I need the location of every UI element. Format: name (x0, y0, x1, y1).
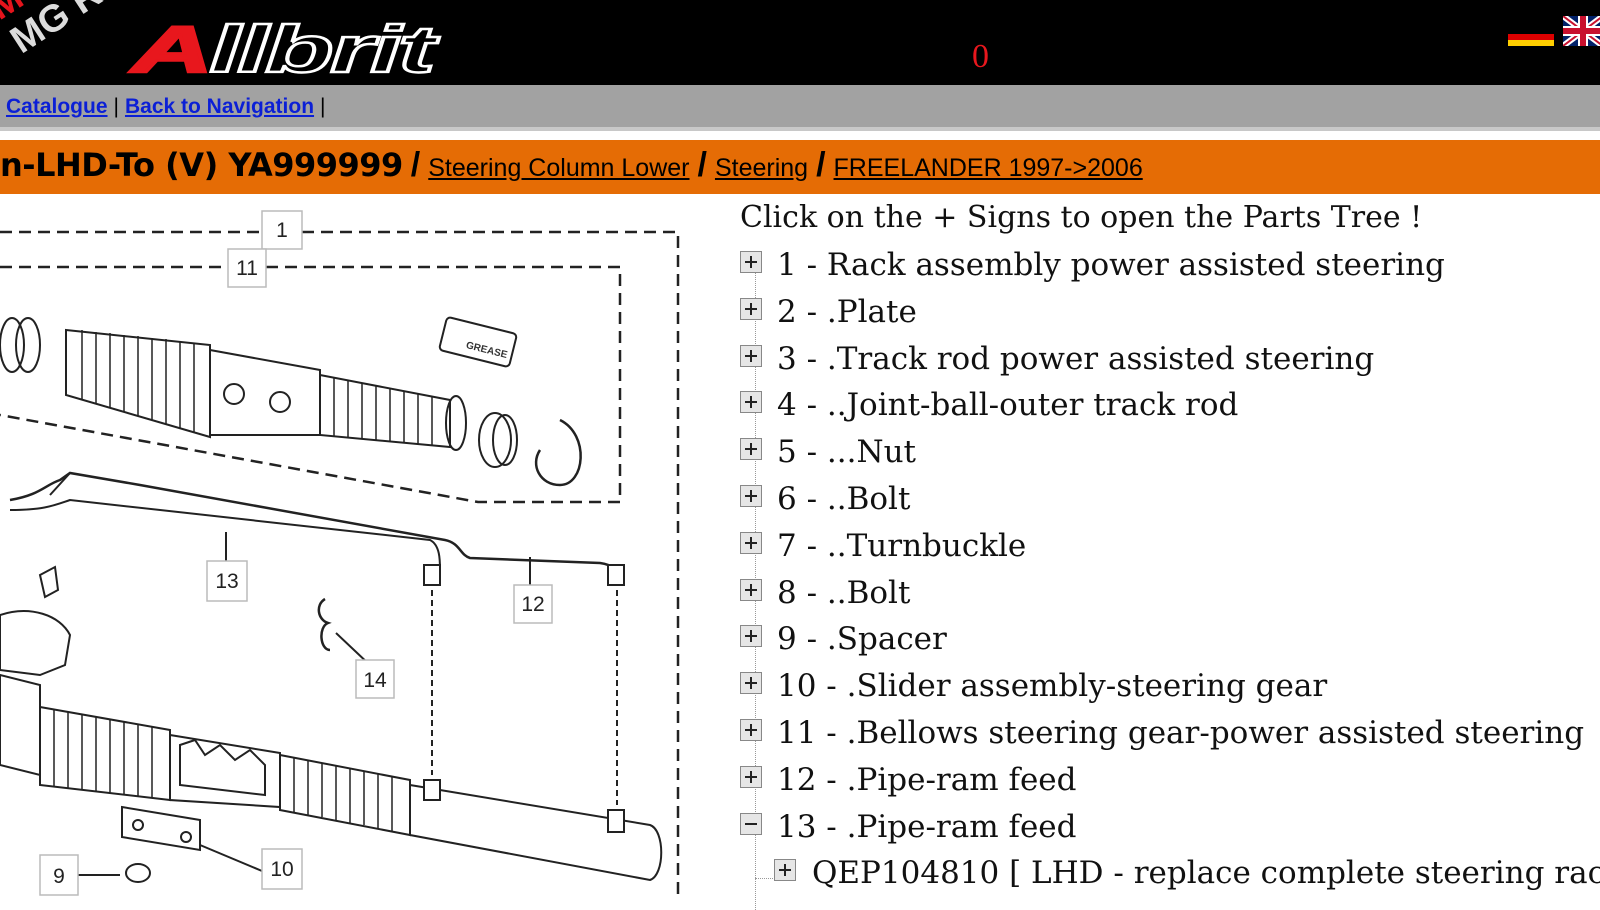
breadcrumb-slash: / (816, 146, 826, 184)
callout-11[interactable]: 11 (236, 257, 258, 280)
cart-count[interactable]: 0 (972, 38, 989, 75)
expand-icon[interactable] (740, 344, 762, 367)
back-to-navigation-link[interactable]: Back to Navigation (124, 95, 315, 118)
tree-item-label: 9 - .Spacer (777, 621, 947, 658)
callout-13[interactable]: 13 (215, 570, 238, 593)
tree-item-label: 4 - ..Joint-ball-outer track rod (777, 387, 1239, 424)
tree-item-13[interactable]: 13 - .Pipe-ram feed (740, 804, 1600, 851)
breadcrumb-slash: / (410, 146, 421, 184)
tree-item-label: 8 - ..Bolt (777, 574, 911, 611)
callout-12[interactable]: 12 (521, 593, 544, 616)
callout-9[interactable]: 9 (53, 865, 65, 888)
tree-item-label: 6 - ..Bolt (777, 480, 911, 517)
expand-icon[interactable] (740, 578, 762, 601)
breadcrumb-slash: / (697, 146, 707, 184)
callout-10[interactable]: 10 (270, 858, 293, 881)
tree-item-12[interactable]: 12 - .Pipe-ram feed (740, 757, 1600, 804)
callout-14[interactable]: 14 (363, 669, 387, 692)
vin-range-label: n-LHD-To (V) YA999999 (0, 146, 403, 184)
expand-icon[interactable] (740, 484, 762, 507)
tree-item-9[interactable]: 9 - .Spacer (740, 616, 1600, 663)
expand-icon[interactable] (740, 297, 762, 320)
expand-icon[interactable] (740, 765, 762, 788)
expand-icon[interactable] (740, 531, 762, 554)
collapse-icon[interactable] (740, 812, 762, 835)
nav-separator: | (320, 95, 326, 118)
tree-item-2[interactable]: 2 - .Plate (740, 289, 1600, 336)
catalogue-link[interactable]: Catalogue (6, 95, 108, 118)
german-flag-icon[interactable] (1508, 28, 1554, 46)
expand-icon[interactable] (740, 718, 762, 741)
expand-icon[interactable] (774, 859, 796, 882)
tree-subitem-qep104810[interactable]: QEP104810 [ LHD - replace complete steer… (740, 850, 1600, 897)
tree-item-label: 5 - ...Nut (777, 434, 917, 471)
tree-item-label: 3 - .Track rod power assisted steering (777, 340, 1375, 377)
tree-item-1[interactable]: 1 - Rack assembly power assisted steerin… (740, 242, 1600, 289)
tree-item-label: 7 - ..Turnbuckle (777, 527, 1027, 564)
parts-tree-instructions: Click on the + Signs to open the Parts T… (740, 200, 1423, 235)
breadcrumb: n-LHD-To (V) YA999999/Steering Column Lo… (0, 140, 1600, 194)
nav-separator: | (113, 95, 119, 118)
breadcrumb-link-steering-column-lower[interactable]: Steering Column Lower (428, 154, 690, 182)
tree-item-6[interactable]: 6 - ..Bolt (740, 476, 1600, 523)
tree-item-label: 10 - .Slider assembly-steering gear (777, 668, 1328, 705)
expand-icon[interactable] (740, 672, 762, 695)
tree-item-label: 2 - .Plate (777, 293, 917, 330)
tree-item-label: 1 - Rack assembly power assisted steerin… (777, 247, 1445, 283)
tree-sub-connector (755, 878, 783, 879)
parts-tree: Click on the + Signs to open the Parts T… (740, 195, 1600, 897)
callout-1[interactable]: 1 (276, 219, 288, 242)
tree-item-3[interactable]: 3 - .Track rod power assisted steering (740, 336, 1600, 383)
tree-item-label: 11 - .Bellows steering gear-power assist… (777, 714, 1585, 751)
uk-flag-icon[interactable] (1563, 16, 1600, 46)
tree-item-11[interactable]: 11 - .Bellows steering gear-power assist… (740, 710, 1600, 757)
nav-bar: Catalogue|Back to Navigation| (0, 85, 1600, 131)
tree-item-10[interactable]: 10 - .Slider assembly-steering gear (740, 663, 1600, 710)
tree-item-label: 12 - .Pipe-ram feed (777, 761, 1077, 798)
tree-item-5[interactable]: 5 - ...Nut (740, 429, 1600, 476)
tree-item-4[interactable]: 4 - ..Joint-ball-outer track rod (740, 382, 1600, 429)
breadcrumb-link-freelander[interactable]: FREELANDER 1997->2006 (833, 154, 1143, 182)
breadcrumb-link-steering[interactable]: Steering (714, 154, 809, 182)
tree-item-label: 13 - .Pipe-ram feed (777, 808, 1077, 845)
expand-icon[interactable] (740, 391, 762, 414)
tree-item-8[interactable]: 8 - ..Bolt (740, 570, 1600, 617)
expand-icon[interactable] (740, 251, 762, 273)
expand-icon[interactable] (740, 625, 762, 648)
tree-item-7[interactable]: 7 - ..Turnbuckle (740, 523, 1600, 570)
parts-diagram[interactable]: 1 11 13 12 14 9 10 GREASE (0, 195, 700, 900)
tree-item-label: QEP104810 [ LHD - replace complete steer… (812, 855, 1600, 892)
expand-icon[interactable] (740, 438, 762, 461)
